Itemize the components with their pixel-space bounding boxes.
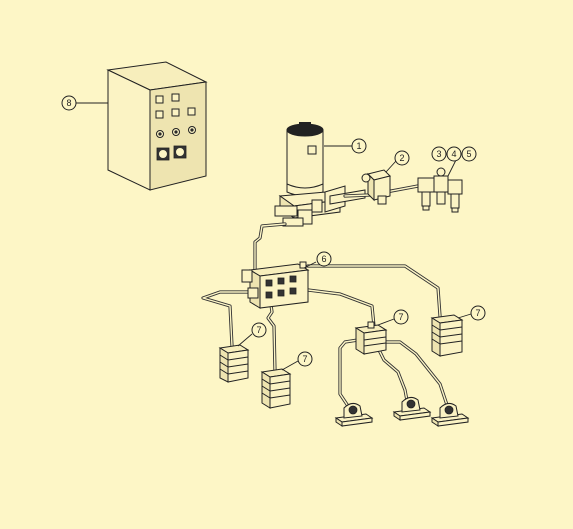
leader-lines [76,102,472,371]
callout-2-label: 2 [399,153,404,163]
callout-1: 1 [351,138,367,154]
cabinet-gauges [156,145,187,161]
callout-4: 4 [446,146,462,162]
callout-3: 3 [431,146,447,162]
bearing-left [334,402,374,427]
callout-5: 5 [461,146,477,162]
callout-7-right-label: 7 [475,308,480,318]
divider-block-left [218,344,250,383]
callout-7-center-left-label: 7 [302,354,307,364]
cabinet-switches [155,93,196,138]
callout-6-label: 6 [321,254,326,264]
callout-7-left-label: 7 [256,325,261,335]
callout-8-label: 8 [66,98,71,108]
solenoid-valve [361,169,391,205]
divider-block-center [354,321,388,355]
callout-7-left: 7 [251,322,267,338]
bearing-right [430,402,470,427]
divider-block-center-left [260,368,292,409]
callout-7-center: 7 [393,309,409,325]
callout-7-center-label: 7 [398,312,403,322]
callout-6: 6 [316,251,332,267]
callout-2: 2 [394,150,410,166]
callout-5-label: 5 [466,149,471,159]
callout-8: 8 [61,95,77,111]
callout-4-label: 4 [451,149,456,159]
control-cabinet [106,61,208,191]
callout-3-label: 3 [436,149,441,159]
callout-7-center-left: 7 [297,351,313,367]
bearing-center [392,396,432,421]
divider-block-right [430,314,464,357]
distribution-lines [201,264,450,414]
callout-1-label: 1 [356,141,361,151]
main-divider-block [241,261,310,309]
callout-7-right: 7 [470,305,486,321]
filter-regulator-lubricator [417,167,463,213]
pump-unit [274,122,366,227]
